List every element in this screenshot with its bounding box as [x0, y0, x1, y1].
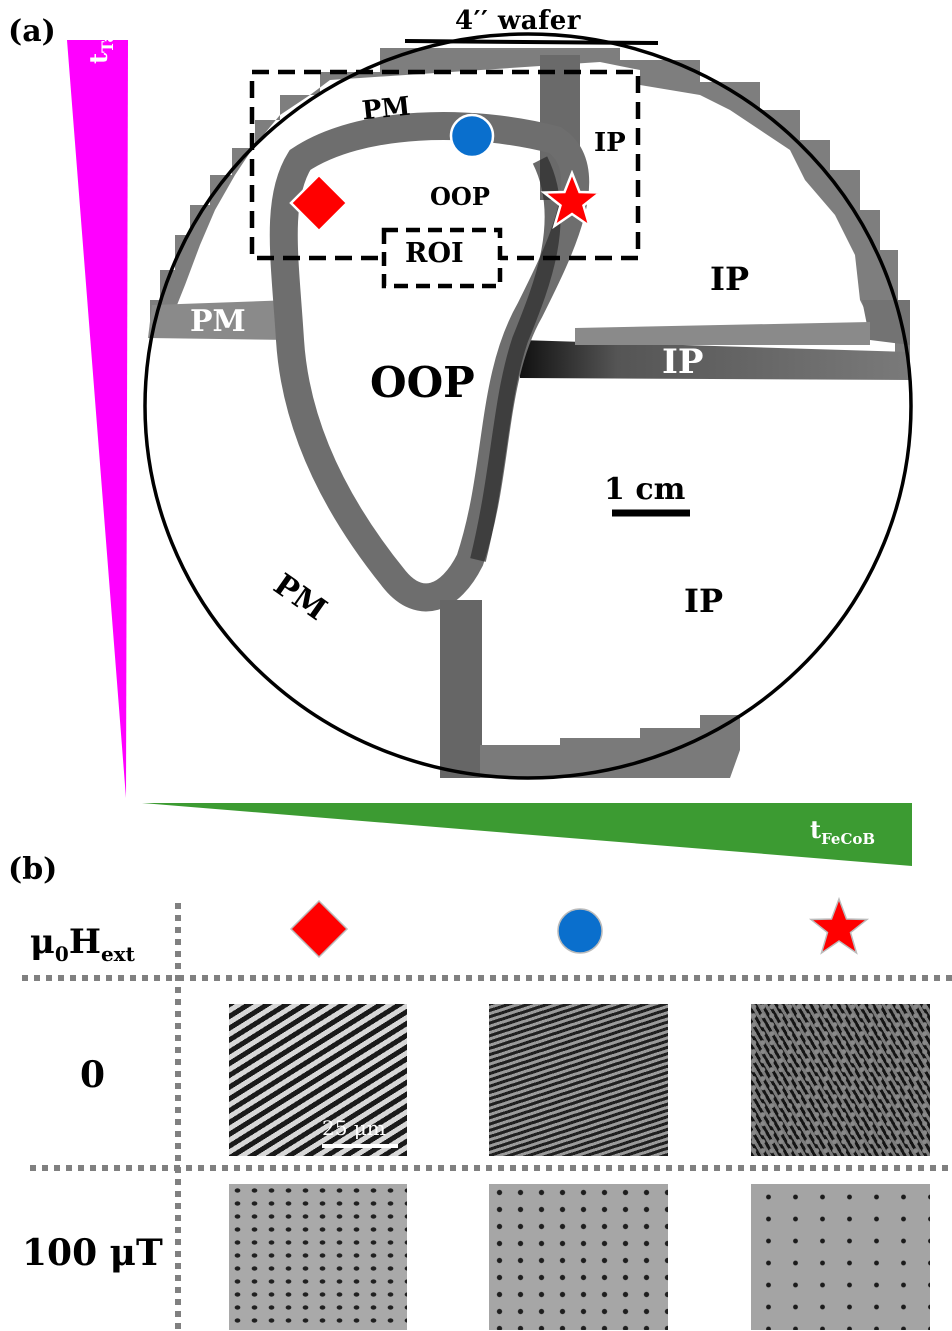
domain-image-diamond-0: [229, 1004, 407, 1156]
region-ip-right: IP: [710, 260, 750, 298]
region-oop-top: OOP: [430, 182, 490, 211]
column-star-icon: [808, 896, 870, 955]
region-ip-top-right: IP: [594, 128, 626, 158]
domain-image-star-100: [751, 1184, 930, 1330]
row-label-100-ut: 100 μT: [22, 1232, 163, 1274]
region-pm-left: PM: [190, 304, 246, 339]
ta-thickness-wedge: [67, 40, 128, 798]
wafer-map: [143, 32, 913, 780]
region-oop-center: OOP: [370, 358, 475, 407]
image-scale-bar: [322, 1144, 398, 1148]
column-diamond-icon: [289, 899, 349, 959]
row-label-zero-field: 0: [80, 1054, 106, 1096]
region-ip-bottom: IP: [684, 582, 724, 620]
field-header: μ0Hext: [30, 922, 135, 966]
panel-b-label: (b): [8, 852, 58, 887]
region-pm-top: PM: [360, 91, 412, 127]
diamond-icon: [289, 173, 349, 233]
table-grid: [22, 903, 952, 1331]
domain-image-star-0: [751, 1004, 930, 1156]
wafer-size-label: 4′′ wafer: [455, 6, 582, 36]
panel-a-label: (a): [8, 14, 56, 49]
domain-image-circle-0: [489, 1004, 668, 1156]
fecob-thickness-wedge: [142, 803, 912, 866]
fecob-thickness-label: tFeCoB: [810, 815, 876, 848]
scale-bar-label: 1 cm: [604, 472, 686, 507]
column-circle-icon: [557, 908, 603, 954]
domain-image-circle-100: [489, 1184, 668, 1330]
star-icon: [540, 170, 604, 230]
region-ip-band: IP: [662, 342, 704, 382]
domain-image-diamond-100: [229, 1184, 407, 1330]
roi-label: ROI: [405, 238, 464, 269]
circle-icon: [449, 113, 495, 159]
image-scale-bar-label: 25 μm: [322, 1116, 386, 1140]
